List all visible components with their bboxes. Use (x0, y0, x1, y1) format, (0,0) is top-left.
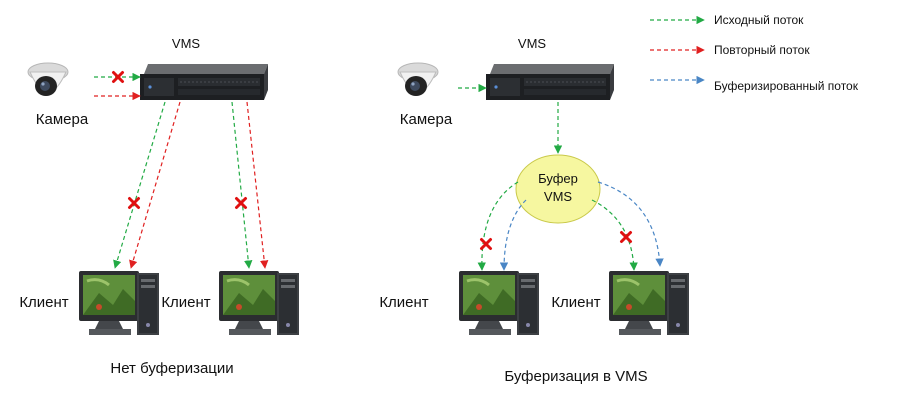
left-source-arrow-client2 (231, 101, 253, 269)
right-buffered-arrow-client2 (597, 181, 664, 267)
right-source-cross-client2-icon (620, 231, 632, 243)
right-source-arrow-client1 (477, 181, 519, 271)
right-client1-computer-icon (457, 269, 541, 337)
left-vms-server-icon (139, 63, 269, 101)
right-vms-server-icon (485, 63, 615, 101)
left-vms-label: VMS (172, 36, 201, 51)
right-client2-computer-icon (607, 269, 691, 337)
left-client2-computer-icon (217, 269, 301, 337)
right-client2-label: Клиент (551, 294, 600, 311)
right-caption: Буферизация в VMS (504, 368, 647, 385)
left-repeat-arrow-client2 (246, 101, 269, 269)
left-client1-computer-icon (77, 269, 161, 337)
left-camera-source-cross-icon (112, 71, 124, 83)
right-camera-label: Камера (400, 111, 453, 128)
right-camera-icon (397, 62, 439, 97)
right-client1-label: Клиент (379, 294, 428, 311)
left-source-arrow-client1 (113, 101, 166, 269)
left-repeat-arrow-client1 (129, 101, 181, 269)
left-client1-label: Клиент (19, 294, 68, 311)
left-client2-label: Клиент (161, 294, 210, 311)
left-source-cross-client2-icon (235, 197, 247, 209)
left-camera-icon (27, 62, 69, 97)
right-buffered-arrow-client1 (499, 199, 527, 271)
left-diagram: VMS Камера Клиент Клиент Нет буферизации (19, 36, 301, 377)
legend-repeat-label: Повторный поток (714, 43, 810, 57)
legend-buffered-label: Буферизированный поток (714, 79, 859, 93)
legend-source-label: Исходный поток (714, 13, 804, 27)
right-diagram: VMS Камера Буфер VMS Клиент Клиент Буфер… (379, 36, 691, 385)
right-vms-label: VMS (518, 36, 547, 51)
legend: Исходный поток Повторный поток Буферизир… (650, 13, 859, 93)
left-camera-label: Камера (36, 111, 89, 128)
left-caption: Нет буферизации (110, 360, 233, 377)
vms-buffer-label-line1: Буфер (538, 171, 578, 186)
vms-buffer-label-line2: VMS (544, 189, 573, 204)
right-source-arrow-client2 (591, 199, 638, 271)
vms-buffer-node (515, 154, 601, 224)
